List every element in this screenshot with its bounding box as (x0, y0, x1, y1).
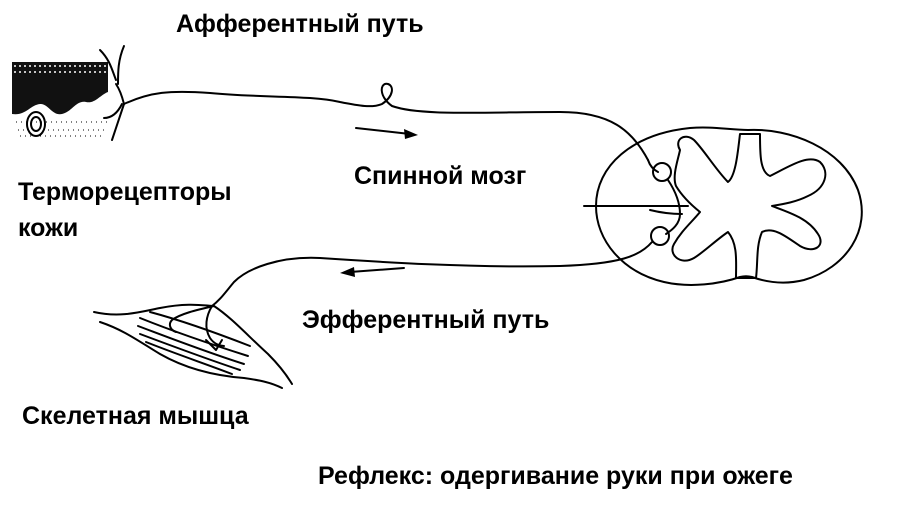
afferent-nerve-fiber (123, 82, 649, 161)
skin-illustration (12, 45, 125, 141)
skeletal-muscle-illustration (93, 303, 293, 389)
efferent-path-label: Эфферентный путь (302, 306, 549, 334)
reflex-caption: Рефлекс: одергивание руки при ожеге (318, 462, 793, 490)
efferent-nerve-fiber (211, 241, 653, 307)
afferent-path-label: Афферентный путь (176, 10, 424, 38)
afferent-direction-arrow (355, 127, 418, 139)
spinal-cord-cross-section (583, 126, 863, 286)
efferent-direction-arrow (340, 267, 405, 277)
spinal-cord-label: Спинной мозг (354, 162, 526, 190)
thermoreceptors-label-line2: кожи (18, 214, 78, 242)
skeletal-muscle-label: Скелетная мышца (22, 402, 250, 430)
thermoreceptors-label-line1: Терморецепторы (18, 178, 232, 206)
